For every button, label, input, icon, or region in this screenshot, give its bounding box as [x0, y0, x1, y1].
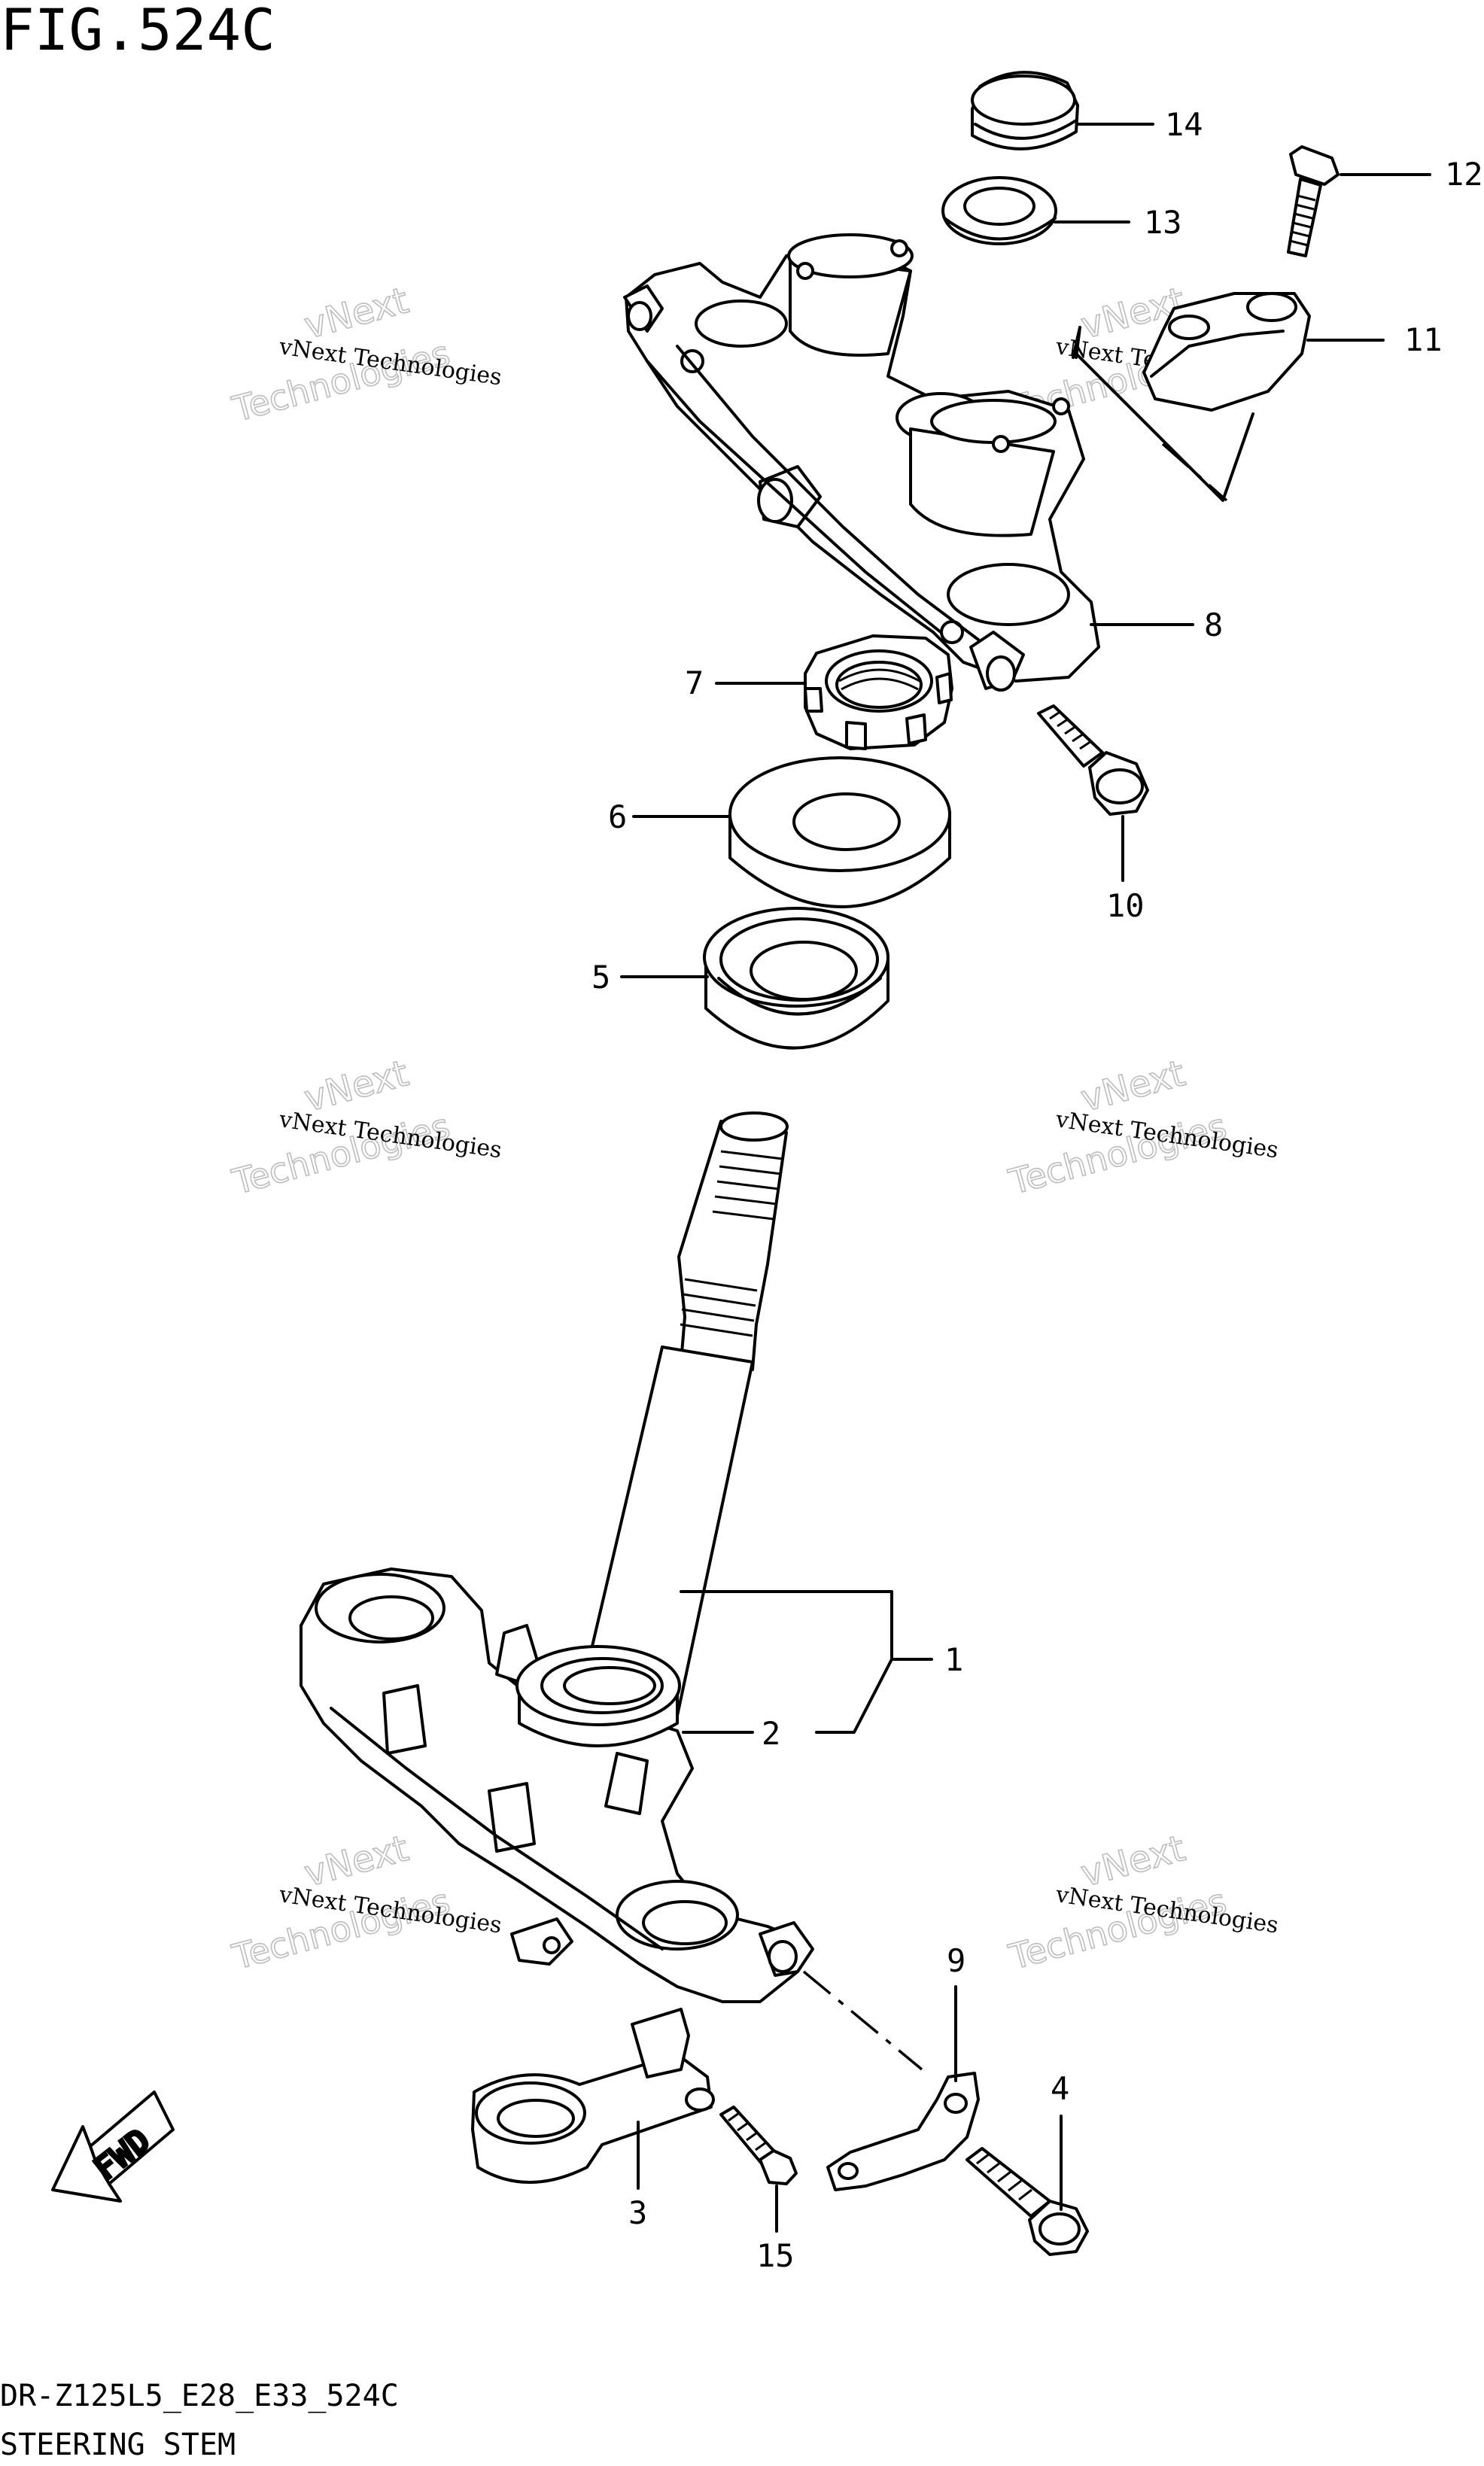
svg-text:vNext: vNext	[300, 1052, 413, 1120]
figure-title: FIG.524C	[0, 0, 275, 63]
callout-14: 14	[1165, 106, 1203, 143]
bolt-icon	[719, 2106, 798, 2185]
stem-nut-icon	[804, 634, 953, 750]
svg-text:vNext: vNext	[300, 1827, 413, 1895]
callout-15: 15	[756, 2237, 795, 2274]
leader-lines	[620, 123, 1431, 2233]
callout-5: 5	[591, 959, 610, 996]
watermark-mid-left: vNext Technologies vNext Technologies	[227, 1051, 503, 1203]
callout-9: 9	[947, 1942, 966, 1979]
bolt-icon	[1287, 145, 1340, 257]
callout-1: 1	[944, 1641, 963, 1678]
alignment-lines	[802, 442, 1228, 2071]
lower-bracket-icon	[300, 1567, 814, 2003]
callout-6: 6	[608, 798, 627, 835]
callout-13: 13	[1144, 204, 1182, 241]
model-code: DR-Z125L5_E28_E33_524C	[0, 2379, 399, 2413]
fwd-arrow-icon: FWD	[51, 2090, 175, 2203]
callout-10: 10	[1106, 887, 1145, 924]
bearing-icon	[703, 907, 889, 1050]
svg-text:vNext: vNext	[1077, 1827, 1190, 1895]
cap-icon	[971, 71, 1079, 151]
bolt-icon	[966, 2147, 1089, 2256]
watermark-bottom-left: vNext Technologies vNext Technologies	[227, 1826, 503, 1978]
callout-4: 4	[1051, 2070, 1069, 2107]
upper-bracket-icon	[623, 233, 1100, 692]
bolt-icon	[1037, 704, 1149, 816]
callout-7: 7	[685, 664, 704, 701]
washer-icon	[941, 176, 1057, 245]
callout-8: 8	[1204, 607, 1223, 643]
dust-seal-icon	[728, 756, 951, 908]
callout-3: 3	[628, 2194, 647, 2231]
handlebar-holder-icon	[1142, 292, 1311, 412]
section-name: STEERING STEM	[0, 2428, 236, 2462]
callout-12: 12	[1445, 156, 1483, 193]
watermark-bottom-right: vNext Technologies vNext Technologies	[1004, 1826, 1280, 1978]
svg-text:vNext: vNext	[300, 279, 413, 347]
svg-text:vNext: vNext	[1077, 1052, 1190, 1120]
steering-stem-icon	[578, 1111, 789, 1717]
callout-2: 2	[762, 1715, 780, 1752]
watermark-mid-right: vNext Technologies vNext Technologies	[1004, 1051, 1280, 1203]
cable-guide-icon	[471, 2008, 715, 2184]
bracket-plate-icon	[826, 2072, 980, 2191]
callout-11: 11	[1404, 321, 1443, 358]
watermark-top-left: vNext Technologies vNext Technologies	[227, 278, 503, 430]
